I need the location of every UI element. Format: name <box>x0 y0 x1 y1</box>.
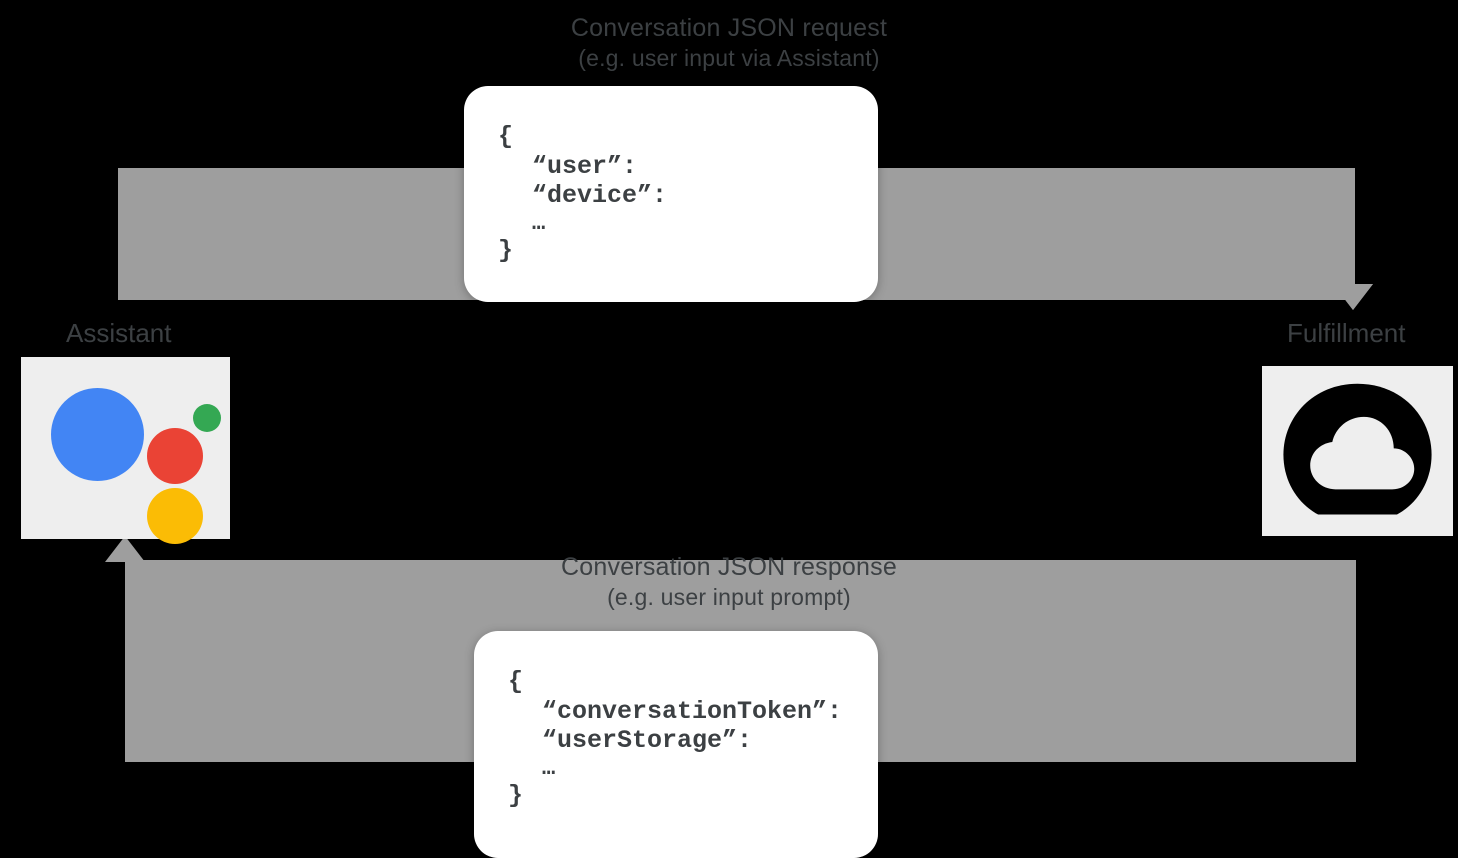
fulfillment-endpoint-tile <box>1262 366 1453 536</box>
assistant-endpoint-tile <box>21 357 230 544</box>
request-json-card: { “user”: “device”: … } <box>464 86 878 302</box>
cloud-icon <box>1283 383 1432 515</box>
google-assistant-icon <box>33 366 221 544</box>
response-json-card: { “conversationToken”: “userStorage”: … … <box>474 631 878 858</box>
request-json-key-device: “device”: <box>532 181 668 210</box>
response-json-open-brace: { <box>508 667 524 696</box>
assistant-dot-yellow <box>147 487 203 544</box>
assistant-dot-red <box>147 427 203 484</box>
assistant-dot-green <box>193 403 221 432</box>
response-json-key-conversation-token: “conversationToken”: <box>542 696 843 726</box>
assistant-endpoint-label: Assistant <box>66 318 172 348</box>
assistant-dot-blue <box>51 387 144 481</box>
request-json-open-brace: { <box>498 122 514 151</box>
fulfillment-endpoint-label: Fulfillment <box>1287 318 1406 348</box>
response-json-key-user-storage: “userStorage”: <box>542 726 753 755</box>
request-json-close-brace: } <box>498 236 514 266</box>
request-json-ellipsis: … <box>532 210 548 236</box>
response-json-ellipsis: … <box>542 755 558 781</box>
request-json-key-user: “user”: <box>532 151 638 181</box>
response-json-close-brace: } <box>508 781 524 811</box>
